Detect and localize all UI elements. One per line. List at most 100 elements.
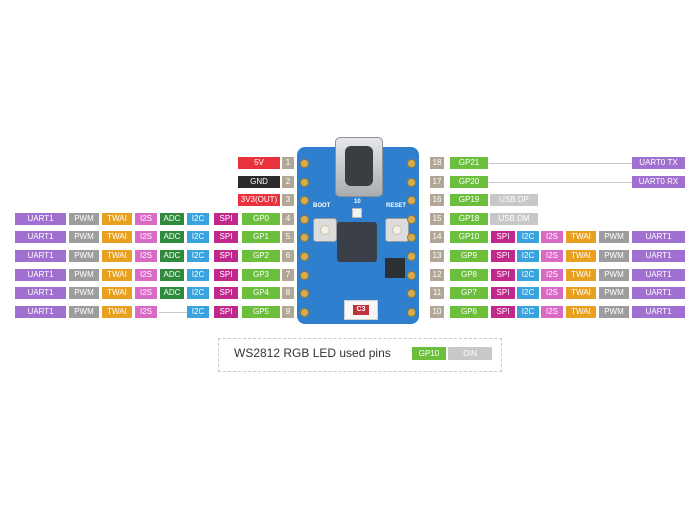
pin-label-gpio: GP18 (450, 213, 488, 225)
pad-10 (407, 307, 416, 317)
pin-label-uart0: UART0 TX (632, 157, 685, 169)
pin-label-uart: UART1 (632, 250, 685, 262)
pin-label-i2s: I2S (541, 231, 563, 243)
pin-label-i2s: I2S (135, 250, 157, 262)
pin-label-adc: ADC (160, 213, 184, 225)
pin-label-i2c: I2C (517, 250, 539, 262)
pin-label-gpio: GP1 (242, 231, 280, 243)
pin-label-uart: UART1 (632, 287, 685, 299)
pin-label-gpio: GP19 (450, 194, 488, 206)
pin-label-adc: ADC (160, 231, 184, 243)
pad-15 (407, 214, 416, 224)
pin-label-i2s: I2S (541, 306, 563, 318)
pad-14 (407, 232, 416, 242)
pin-label-i2s: I2S (135, 306, 157, 318)
regulator-chip (385, 258, 405, 278)
pin-number-3: 3 (282, 194, 294, 206)
reset-button (385, 218, 409, 242)
pin-label-adc: ADC (160, 269, 184, 281)
pin-label-uart0: UART0 RX (632, 176, 685, 188)
pin-label-adc: ADC (160, 250, 184, 262)
pin-label-gpio: GP8 (450, 269, 488, 281)
pin-number-10: 10 (430, 306, 444, 318)
pin-label-i2s: I2S (135, 287, 157, 299)
esp32-c3-chip (337, 222, 377, 262)
pad-4 (300, 214, 309, 224)
legend-din-label: DIN (448, 347, 492, 360)
pin-label-twai: TWAI (102, 231, 132, 243)
gap-connector (159, 312, 187, 313)
pin-label-spi: SPI (491, 287, 515, 299)
uart0-connector (489, 163, 632, 164)
pin-label-i2c: I2C (187, 213, 209, 225)
pin-label-pwm: PWM (599, 269, 629, 281)
pin-number-17: 17 (430, 176, 444, 188)
pin-label-uart: UART1 (15, 306, 66, 318)
pin-label-spi: SPI (491, 269, 515, 281)
pin-label-spi: SPI (491, 306, 515, 318)
pad-2 (300, 177, 309, 187)
pin-label-i2s: I2S (135, 213, 157, 225)
pin-label-twai: TWAI (102, 213, 132, 225)
pad-9 (300, 307, 309, 317)
pin-label-usb: USB DP (490, 194, 538, 206)
pin-label-uart: UART1 (632, 231, 685, 243)
pad-3 (300, 195, 309, 205)
pin-number-7: 7 (282, 269, 294, 281)
legend-text: WS2812 RGB LED used pins (234, 346, 391, 360)
pin-label-pwm: PWM (69, 213, 99, 225)
pad-6 (300, 251, 309, 261)
pin-label-i2s: I2S (135, 269, 157, 281)
pad-7 (300, 270, 309, 280)
pad-5 (300, 232, 309, 242)
pin-label-gpio: GP10 (450, 231, 488, 243)
pin-number-6: 6 (282, 250, 294, 262)
pin-label-adc: ADC (160, 287, 184, 299)
pin-label-i2c: I2C (517, 231, 539, 243)
pin-label-i2s: I2S (541, 250, 563, 262)
pin-label-gpio: GP7 (450, 287, 488, 299)
pin-label-usb: USB DM (490, 213, 538, 225)
pin-label-spi: SPI (214, 250, 238, 262)
pad-12 (407, 270, 416, 280)
uart0-connector (489, 182, 632, 183)
pin-label-twai: TWAI (102, 306, 132, 318)
pin-number-1: 1 (282, 157, 294, 169)
pin-label-uart: UART1 (15, 269, 66, 281)
pin-label-ground: GND (238, 176, 280, 188)
pin-number-9: 9 (282, 306, 294, 318)
pin-label-pwm: PWM (599, 231, 629, 243)
pin-label-i2c: I2C (187, 250, 209, 262)
pin-number-8: 8 (282, 287, 294, 299)
pin-label-uart: UART1 (15, 250, 66, 262)
boot-silkscreen: BOOT (313, 203, 331, 209)
pin-label-gpio: GP20 (450, 176, 488, 188)
pin-label-spi: SPI (491, 250, 515, 262)
pin-label-gpio: GP21 (450, 157, 488, 169)
pin-label-pwm: PWM (599, 306, 629, 318)
pin-label-twai: TWAI (566, 231, 596, 243)
pin-label-i2c: I2C (187, 269, 209, 281)
pin-label-power: 5V (238, 157, 280, 169)
pin-label-uart: UART1 (632, 306, 685, 318)
reset-silkscreen: RESET (386, 203, 407, 209)
pad-18 (407, 158, 416, 168)
pin-label-uart: UART1 (15, 213, 66, 225)
pin-label-twai: TWAI (566, 250, 596, 262)
pin-label-gpio: GP0 (242, 213, 280, 225)
pin-label-twai: TWAI (566, 269, 596, 281)
pin-label-uart: UART1 (632, 269, 685, 281)
pin-label-power: 3V3(OUT) (238, 194, 280, 206)
pin-number-4: 4 (282, 213, 294, 225)
pin-label-spi: SPI (214, 287, 238, 299)
pin-label-i2c: I2C (187, 231, 209, 243)
c3-antenna: C3 (344, 300, 378, 320)
pin-label-pwm: PWM (69, 306, 99, 318)
gpio10-silkscreen: 10 (354, 199, 361, 205)
pin-label-twai: TWAI (566, 306, 596, 318)
pin-number-18: 18 (430, 157, 444, 169)
pin-number-15: 15 (430, 213, 444, 225)
pin-label-pwm: PWM (69, 250, 99, 262)
c3-mark: C3 (353, 305, 369, 315)
pin-label-spi: SPI (214, 269, 238, 281)
